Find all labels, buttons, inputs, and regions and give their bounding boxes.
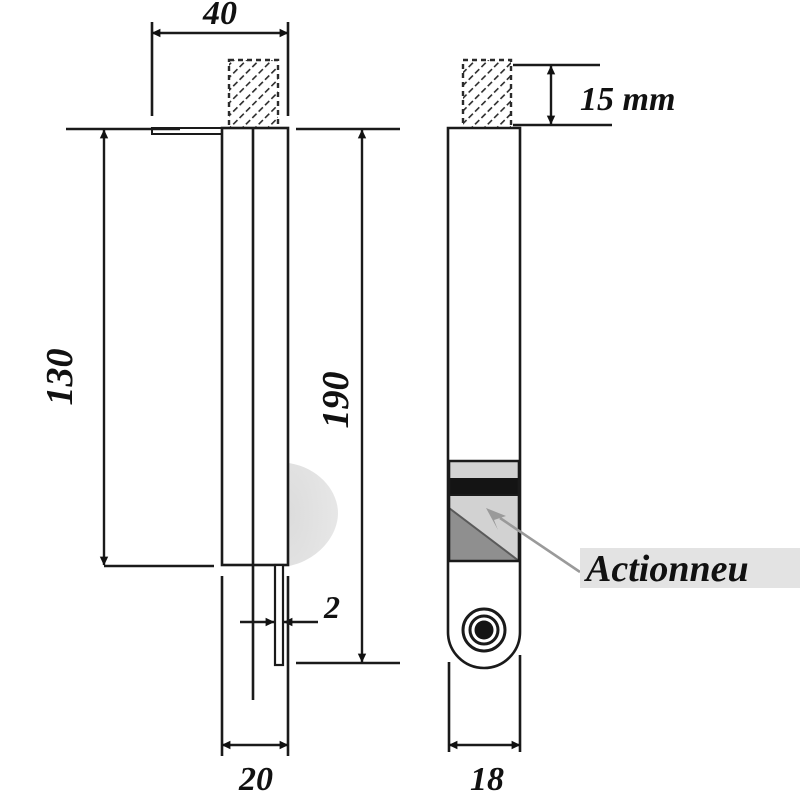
dimension-2-text: 2 <box>323 589 340 625</box>
main-body-side <box>446 126 522 670</box>
dimension-2: 2 <box>240 589 340 627</box>
dimension-18-text: 18 <box>470 761 504 798</box>
dimension-130-text: 130 <box>39 349 81 406</box>
threaded-stud-side <box>461 58 513 131</box>
main-body-front <box>220 126 290 700</box>
dimension-20-text: 20 <box>238 761 273 798</box>
right-side-view: 15 mm 18 Actionneu <box>446 58 800 798</box>
dimension-130: 130 <box>39 127 214 568</box>
left-front-view: 40 130 190 2 20 <box>39 0 400 798</box>
pivot-hole <box>461 607 507 653</box>
dimension-190-text: 190 <box>315 372 357 429</box>
actuator-callout: Actionneu <box>486 508 800 590</box>
threaded-stud-front <box>227 58 280 131</box>
shadow-highlight <box>289 463 338 566</box>
dimension-40-text: 40 <box>202 0 237 32</box>
leader-line-arrow <box>486 508 506 530</box>
dimension-15mm: 15 mm <box>513 63 675 127</box>
actuator-label: Actionneu <box>584 548 749 590</box>
dimension-20: 20 <box>220 576 290 798</box>
dimension-40: 40 <box>150 0 290 116</box>
actuator-block <box>447 459 521 563</box>
dimension-190: 190 <box>296 127 400 665</box>
dimension-15mm-text: 15 mm <box>580 81 675 118</box>
dimension-18: 18 <box>447 655 522 798</box>
thin-tab <box>273 563 285 667</box>
